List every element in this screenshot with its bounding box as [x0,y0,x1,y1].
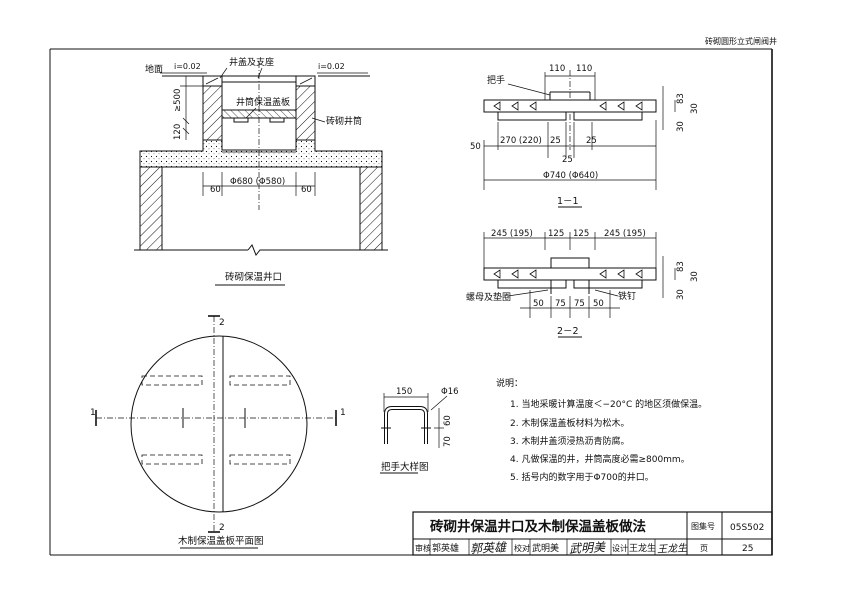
dim-110b: 110 [576,64,592,74]
brick-shaft-label: 砖砌井筒 [326,115,362,127]
dim-25b-1-1: 25 [562,155,573,165]
concrete-slab [139,139,383,168]
plan-view [95,315,337,549]
dim-75a-2-2: 75 [555,299,566,309]
dim-75b-2-2: 75 [574,299,585,309]
title-block [412,511,773,556]
design-label: 设计 [612,543,628,553]
bolt-label: 螺母及垫圈 [466,291,511,303]
sheet-top-right-label: 砖砌圆形立式闸阀井 [705,36,777,46]
sheet-frame [49,48,773,556]
page-label: 页 [700,544,708,553]
dim-50b-2-2: 50 [593,299,604,309]
slope-left: i=0.02 [174,62,201,71]
section-view [134,62,388,286]
review-label: 审核 [415,543,431,553]
handle-dim-70: 70 [443,436,453,447]
nail-label: 铁钉 [618,290,636,302]
dim-270-1-1: 270 (220) [500,136,542,146]
lid-plan-circle [130,335,308,513]
drawing-title: 砖砌井保温井口及木制保温盖板做法 [430,518,646,535]
lid-plate-2-2 [483,267,657,281]
dim-110a: 110 [549,64,565,74]
plan-mark-1-right: 1 [340,408,346,418]
dim-height: ≥500 [173,89,183,112]
notes-heading: 说明： [496,377,523,389]
dim-50-1-1: 50 [470,142,481,152]
handle-dim-150: 150 [396,387,412,397]
dim-125a-2-2: 125 [548,229,564,239]
handle-label-1-1: 把手 [487,74,505,86]
dim-right-60: 60 [301,185,312,195]
dim-30b-2-2: 30 [676,289,686,300]
plan-mark-2-bottom: 2 [219,523,225,533]
note-1: 1. 当地采暖计算温度＜−20°C 的地区须做保温。 [510,398,707,410]
dim-125b-2-2: 125 [573,229,589,239]
page-no: 25 [742,544,753,554]
dim-30b-1-1: 30 [676,121,686,132]
atlas-no-label: 图集号 [691,521,715,531]
dim-83-2-2: 83 [676,261,686,272]
dim-30a-2-2: 30 [690,271,700,282]
dim-83-1-1: 83 [676,93,686,104]
atlas-no: 05S502 [730,523,764,533]
dim-25c-1-1: 25 [586,136,597,146]
section-1-1-title: 1－1 [557,196,579,207]
reviewer-name: 郭英雄 [432,542,459,554]
lid-support-label: 井盖及支座 [229,56,274,68]
handle-detail-title: 把手大样图 [381,461,429,473]
handle-dim-60: 60 [443,415,453,426]
chamber-right-wall [359,166,383,251]
section-2-2-title: 2－2 [557,326,579,337]
section-2-2 [483,232,676,338]
note-3: 3. 木制井盖须浸热沥青防腐。 [510,435,629,447]
dim-dia-1-1: Φ740 (Φ640) [543,171,598,181]
dim-left-60: 60 [210,185,221,195]
slope-right: i=0.02 [318,62,345,71]
shaft-right-wall [295,85,316,141]
reviewer-signature: 郭英雄 [470,540,509,556]
ground-label: 地面 [145,63,163,75]
dim-dia: Φ680 (Φ580) [230,177,285,187]
dim-245a-2-2: 245 (195) [491,229,533,239]
handle-dim-phi16: Φ16 [441,387,459,397]
insulation-plate-label: 井筒保温盖板 [236,96,290,108]
dim-120: 120 [173,124,183,140]
note-2: 2. 木制保温盖板材料为松木。 [510,417,629,429]
check-label: 校对 [514,543,530,553]
dim-50a-2-2: 50 [533,299,544,309]
dim-30a-1-1: 30 [690,103,700,114]
checker-name: 武明美 [532,542,559,554]
shaft-left-wall [202,85,223,141]
checker-signature: 武明美 [569,540,607,556]
designer-signature: 王龙生 [657,542,689,556]
plan-mark-1-left: 1 [90,408,96,418]
section-1-1 [483,70,676,208]
dim-25a-1-1: 25 [550,136,561,146]
note-5: 5. 括号内的数字用于Φ700的井口。 [510,471,654,483]
plan-view-title: 木制保温盖板平面图 [178,535,264,547]
note-4: 4. 凡做保温的井，井筒高度必需≥800mm。 [510,453,690,465]
designer-name: 王龙生 [629,542,656,554]
handle-detail [380,393,448,474]
lid-plate-1-1 [483,99,657,113]
section-view-title: 砖砌保温井口 [225,271,282,283]
chamber-left-wall [139,166,163,251]
plan-mark-2-top: 2 [219,318,225,328]
dim-245b-2-2: 245 (195) [604,229,646,239]
